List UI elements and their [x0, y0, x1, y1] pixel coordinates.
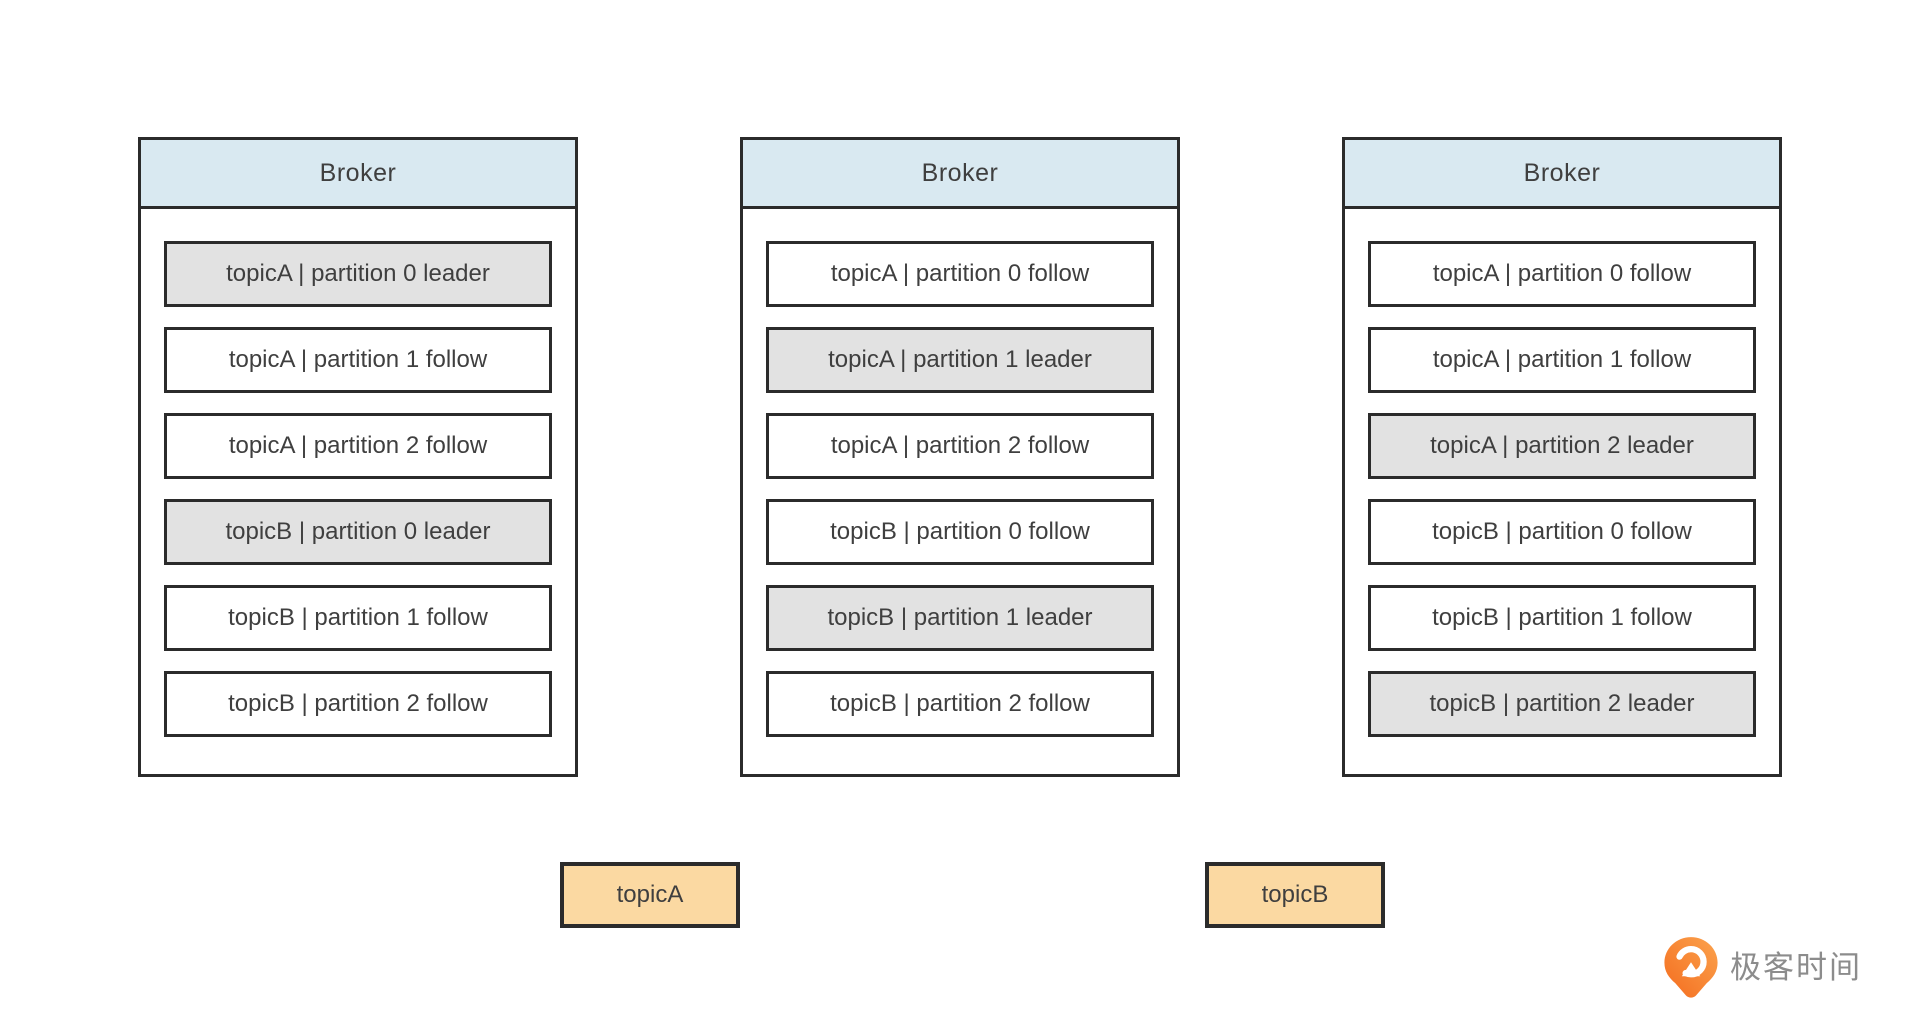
broker-box-1: Broker topicA | partition 0 leader topic… [138, 137, 578, 777]
partition-row: topicB | partition 1 leader [766, 585, 1154, 651]
broker-box-2: Broker topicA | partition 0 follow topic… [740, 137, 1180, 777]
broker-3-partitions: topicA | partition 0 follow topicA | par… [1345, 209, 1779, 737]
partition-row: topicB | partition 0 leader [164, 499, 552, 565]
partition-row: topicA | partition 2 leader [1368, 413, 1756, 479]
partition-row: topicA | partition 1 follow [164, 327, 552, 393]
geektime-pin-icon [1664, 937, 1718, 998]
partition-row: topicA | partition 1 follow [1368, 327, 1756, 393]
partition-row: topicA | partition 1 leader [766, 327, 1154, 393]
broker-3-title: Broker [1345, 140, 1779, 209]
topic-a-box: topicA [560, 862, 740, 928]
partition-row: topicB | partition 2 follow [766, 671, 1154, 737]
broker-box-3: Broker topicA | partition 0 follow topic… [1342, 137, 1782, 777]
partition-row: topicB | partition 2 leader [1368, 671, 1756, 737]
broker-2-title: Broker [743, 140, 1177, 209]
partition-row: topicB | partition 1 follow [1368, 585, 1756, 651]
partition-row: topicB | partition 0 follow [1368, 499, 1756, 565]
partition-row: topicA | partition 2 follow [766, 413, 1154, 479]
partition-row: topicA | partition 2 follow [164, 413, 552, 479]
partition-row: topicB | partition 0 follow [766, 499, 1154, 565]
topic-b-box: topicB [1205, 862, 1385, 928]
partition-row: topicA | partition 0 follow [1368, 241, 1756, 307]
broker-1-title: Broker [141, 140, 575, 209]
geektime-logo: 极客时间 [1662, 936, 1862, 1000]
partition-row: topicA | partition 0 leader [164, 241, 552, 307]
partition-row: topicB | partition 1 follow [164, 585, 552, 651]
partition-row: topicA | partition 0 follow [766, 241, 1154, 307]
broker-2-partitions: topicA | partition 0 follow topicA | par… [743, 209, 1177, 737]
partition-row: topicB | partition 2 follow [164, 671, 552, 737]
geektime-logo-text: 极客时间 [1730, 950, 1862, 985]
broker-1-partitions: topicA | partition 0 leader topicA | par… [141, 209, 575, 737]
